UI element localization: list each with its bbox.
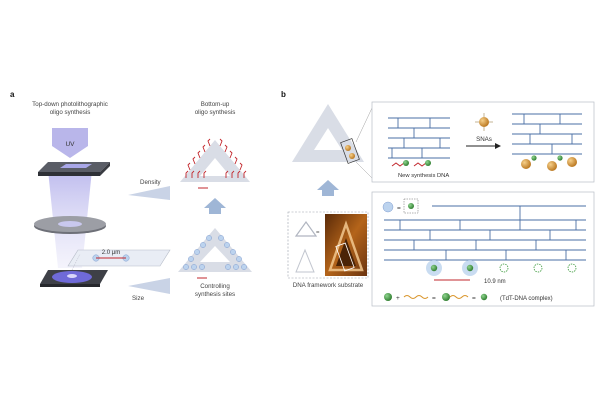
up-arrow-a [204,198,226,214]
equals-sign-4: = [472,295,476,302]
wafer-stage [40,270,108,287]
left-title-line-1: Top-down photolithographic [32,101,108,108]
tdt-sites-filled [426,260,478,276]
size-label: Size [132,295,145,302]
dna-lattice-left [388,117,450,159]
equals-sign-3: = [432,295,436,302]
photomask-plate [38,162,110,176]
panel-b: b = DNA framework substrate [281,90,595,307]
uv-label: UV [65,141,75,148]
controlling-line-2: synthesis sites [195,291,235,298]
triangle-synthesis-sites [178,228,252,279]
site-legend-box [403,198,419,214]
blue-site-markers [183,235,247,270]
panel-label-b: b [281,90,286,99]
uv-arrow: UV [52,128,88,158]
dna-lattice-bottom [384,205,586,261]
panel-a: a Top-down photolithographic oligo synth… [10,90,252,302]
panel-label-a: a [10,90,15,99]
equals-sign-2: = [397,205,401,212]
distance-label: 10.9 nm [484,279,506,285]
sna-particle [479,117,489,127]
snas-detail-box: New synthesis DNA SNAs [371,101,595,183]
equals-sign-1: = [316,230,320,236]
plus-sign: + [396,295,400,302]
new-dna-strands [391,162,427,167]
tdt-detail-box: = 10.9 nm [371,191,595,307]
size-indicator: Size [128,278,170,302]
left-title-line-2: oligo synthesis [50,109,91,116]
triangle-dense-strands [180,138,250,189]
density-label: Density [140,179,162,186]
tdt-sites-empty [499,263,577,273]
green-sphere [403,160,409,166]
density-indicator: Density [128,179,170,200]
up-arrow-b [317,180,339,196]
gold-spheres-attached [521,157,577,171]
complex-label: (TdT-DNA complex) [500,296,553,302]
green-sphere [408,203,414,209]
triangle-product [292,104,373,179]
tdt-complex-equation: + = = (TdT-DNA complex) [384,293,553,302]
sna-strands [475,113,493,131]
right-title-line-1: Bottom-up [201,101,230,108]
site-legend-circle [382,201,394,213]
red-dna-strands [185,138,247,178]
snas-label: SNAs [476,136,492,143]
dna-lattice-right [512,113,582,155]
framework-substrate: = DNA framework substrate [287,211,369,289]
green-spheres-attached [531,155,563,161]
new-dna-label: New synthesis DNA [398,173,449,179]
scale-label-2um: 2.0 μm [102,250,120,256]
framework-label: DNA framework substrate [293,282,364,289]
zoom-inset: 2.0 μm [67,249,171,271]
right-title-line-2: oligo synthesis [195,109,236,116]
green-sphere [425,160,431,166]
lens-disc [34,216,106,234]
controlling-line-1: Controlling [200,283,230,290]
